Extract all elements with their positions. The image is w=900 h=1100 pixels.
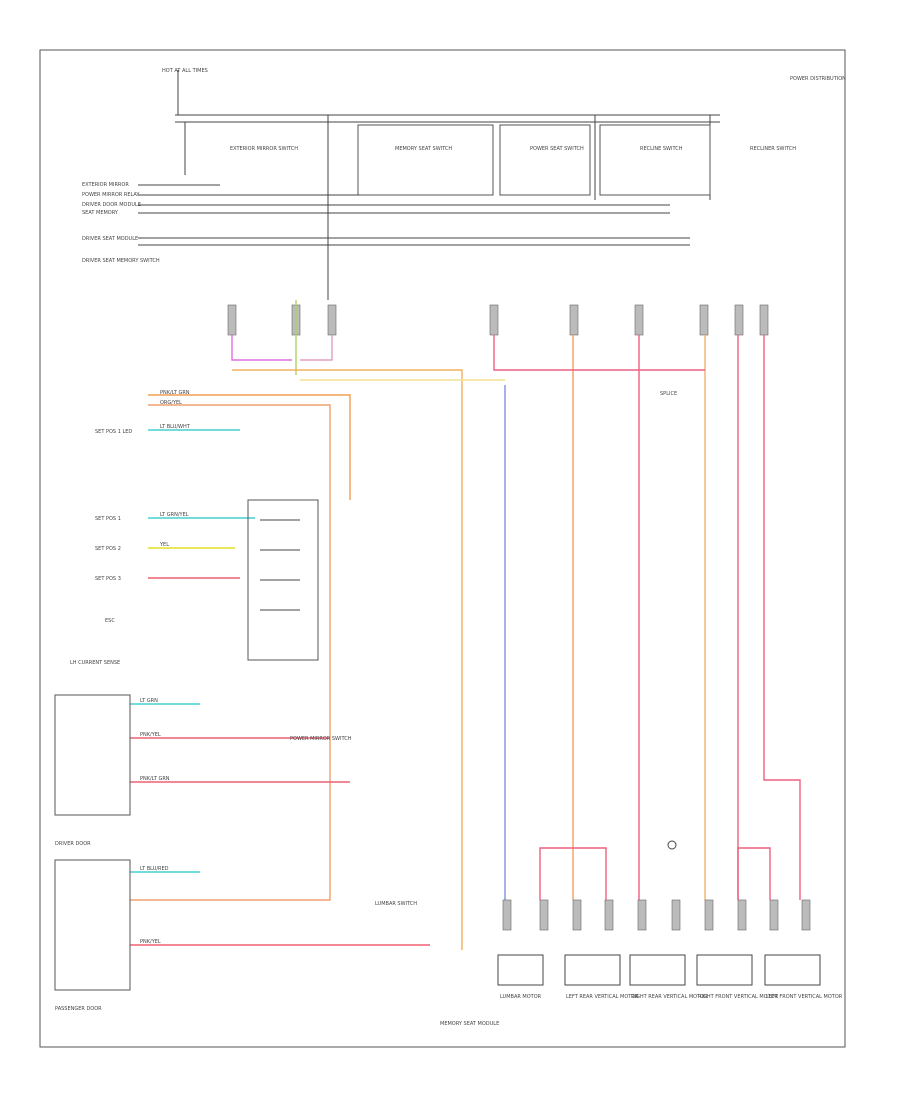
center-label-4: MEMORY SEAT MODULE — [440, 1021, 499, 1027]
left-label-3: DRIVER DOOR MODULE — [82, 202, 141, 208]
wire-label-9: LT BLU/RED — [140, 866, 169, 872]
left-label-6: DRIVER SEAT MEMORY SWITCH — [82, 258, 160, 264]
passenger-door-module — [54, 859, 131, 991]
section-lh-current: LH CURRENT SENSE — [70, 660, 120, 666]
wire-label-8: PNK/LT GRN — [140, 776, 170, 782]
motor-label-3: RIGHT REAR VERTICAL MOTOR — [631, 994, 708, 1000]
seat-memory-switch — [247, 499, 319, 661]
motor-label-5: LEFT FRONT VERTICAL MOTOR — [766, 994, 843, 1000]
switch-label-3: POWER SEAT SWITCH — [530, 146, 584, 152]
motor-lumbar — [497, 954, 544, 986]
center-label-1: POWER MIRROR SWITCH — [290, 736, 352, 742]
section-set-pos-3: SET POS 3 — [95, 576, 121, 582]
motor-label-1: LUMBAR MOTOR — [500, 994, 542, 1000]
section-driver-door: DRIVER DOOR — [55, 841, 91, 847]
left-label-1: EXTERIOR MIRROR — [82, 182, 129, 188]
left-labels: EXTERIOR MIRROR POWER MIRROR RELAY DRIVE… — [82, 182, 160, 264]
left-label-5: DRIVER SEAT MODULE — [82, 236, 138, 242]
wire-label-2: ORG/YEL — [160, 400, 182, 406]
upper-connectors — [227, 304, 769, 336]
center-label-3: SPLICE — [660, 391, 677, 397]
motor-left-rear-vertical — [564, 954, 621, 986]
switch-boxes: EXTERIOR MIRROR SWITCH MEMORY SEAT SWITC… — [230, 124, 796, 196]
section-esc: ESC — [105, 618, 115, 624]
top-right-label: POWER DISTRIBUTION — [790, 76, 846, 82]
switch-label-4: RECLINE SWITCH — [640, 146, 683, 152]
colored-wires — [231, 300, 801, 950]
bus-lines — [138, 184, 690, 246]
wire-label-7: PNK/YEL — [140, 732, 161, 738]
switch-label-2: MEMORY SEAT SWITCH — [395, 146, 452, 152]
wire-label-6: LT GRN — [140, 698, 158, 704]
center-label-2: LUMBAR SWITCH — [375, 901, 417, 907]
switch-label-1: EXTERIOR MIRROR SWITCH — [230, 146, 298, 152]
section-set-pos-2: SET POS 2 — [95, 546, 121, 552]
motor-left-front-vertical — [764, 954, 821, 986]
wire-labels: PNK/LT GRN ORG/YEL LT BLU/WHT LT GRN/YEL… — [140, 390, 191, 945]
motor-label-2: LEFT REAR VERTICAL MOTOR — [566, 994, 639, 1000]
section-labels: SET POS 1 LED SET POS 1 SET POS 2 SET PO… — [55, 429, 132, 1012]
wire-label-1: PNK/LT GRN — [160, 390, 190, 396]
driver-door-module — [54, 694, 131, 816]
motor-boxes: LUMBAR MOTOR LEFT REAR VERTICAL MOTOR RI… — [497, 954, 843, 1000]
module-wires — [130, 394, 430, 946]
left-label-4: SEAT MEMORY — [82, 210, 119, 216]
motor-right-front-vertical — [696, 954, 753, 986]
top-left-label: HOT AT ALL TIMES — [162, 68, 208, 74]
ground-symbol — [539, 840, 771, 900]
section-set-pos-1: SET POS 1 — [95, 516, 121, 522]
diagram-frame — [39, 49, 846, 1048]
wire-label-5: YEL — [159, 542, 169, 548]
power-feed — [175, 70, 720, 300]
left-label-2: POWER MIRROR RELAY — [82, 192, 140, 198]
lower-connectors — [502, 899, 811, 931]
switch-label-5: RECLINER SWITCH — [750, 146, 796, 152]
section-passenger-door: PASSENGER DOOR — [55, 1006, 102, 1012]
center-labels: POWER MIRROR SWITCH LUMBAR SWITCH SPLICE… — [290, 391, 677, 1027]
motor-right-rear-vertical — [629, 954, 686, 986]
section-set-pos-led: SET POS 1 LED — [95, 429, 132, 435]
wire-label-10: PNK/YEL — [140, 939, 161, 945]
wire-label-3: LT BLU/WHT — [160, 424, 191, 430]
wire-label-4: LT GRN/YEL — [160, 512, 189, 518]
motor-label-4: RIGHT FRONT VERTICAL MOTOR — [698, 994, 779, 1000]
